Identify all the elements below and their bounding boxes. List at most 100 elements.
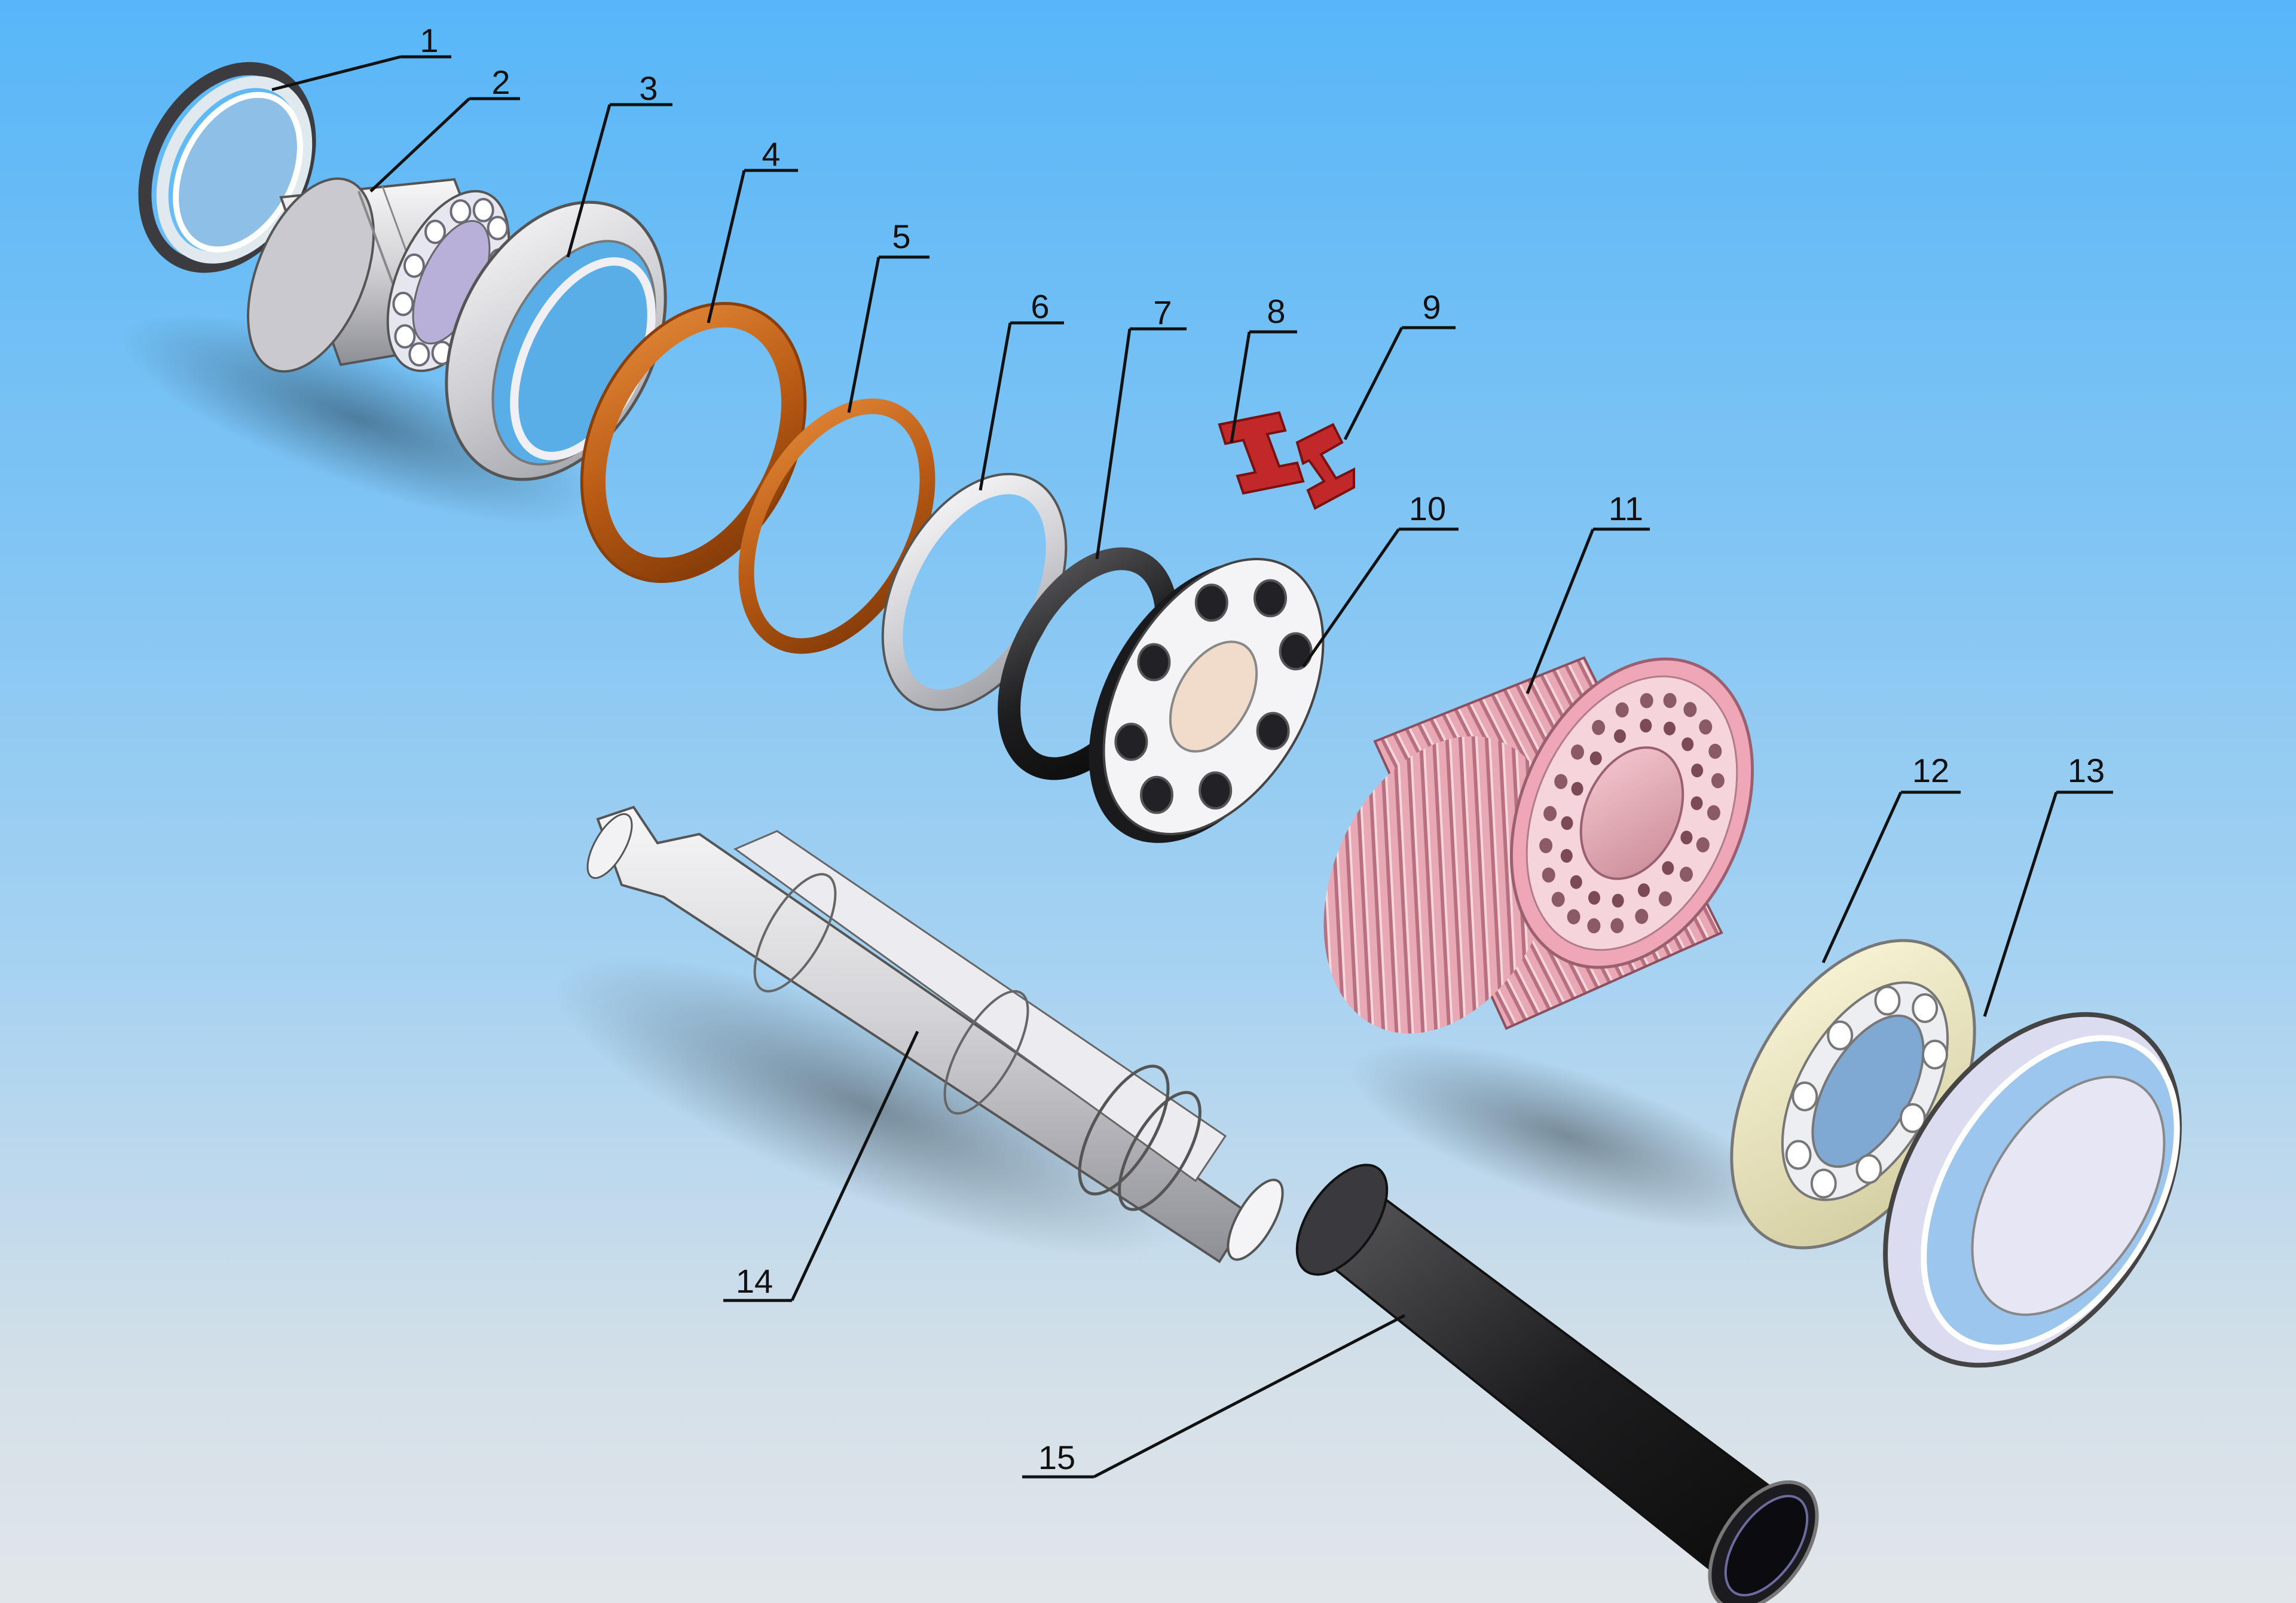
callout-label-7: 7 [1153, 294, 1172, 331]
rotor-hole [1680, 830, 1693, 845]
bolt-hole [1137, 643, 1171, 682]
callout-label-5: 5 [892, 218, 910, 255]
callout-6: 6 [979, 288, 1064, 491]
bearing-ball [394, 324, 416, 349]
callout-14: 14 [723, 1030, 919, 1302]
bearing-ball [1855, 1154, 1882, 1184]
rotor-hole [1663, 692, 1677, 709]
bearing-ball [1791, 1081, 1818, 1112]
bearing-ball [408, 342, 430, 367]
rotor-hole [1699, 719, 1713, 735]
rotor-hole [1664, 721, 1676, 735]
bolt-hole [1199, 771, 1233, 810]
bolt-hole [1279, 632, 1313, 671]
rotor-hole [1554, 774, 1568, 789]
rotor-hole [1571, 744, 1584, 760]
rotor-hole [1543, 806, 1557, 822]
part-15-tube [1295, 1164, 1819, 1603]
callout-9: 9 [1343, 288, 1456, 441]
rotor-hole [1696, 837, 1710, 853]
bolt-hole [1194, 584, 1228, 622]
rotor-hole [1680, 866, 1693, 882]
rotor-hole [1539, 838, 1553, 853]
callout-3: 3 [566, 69, 672, 258]
bearing-ball [1810, 1168, 1837, 1199]
bolt-hole [1254, 579, 1287, 618]
bearing-ball [1922, 1039, 1948, 1070]
bearing-ball [472, 198, 494, 222]
rotor-hole [1658, 891, 1672, 906]
rotor-hole [1612, 893, 1624, 908]
rotor-hole [1707, 805, 1720, 820]
rotor-hole [1542, 867, 1555, 883]
rotor-hole [1588, 891, 1600, 905]
part-11-finned-rotor [1323, 656, 1754, 1034]
callout-10: 10 [1301, 490, 1459, 668]
rotor-hole [1662, 861, 1674, 875]
rotor-hole [1551, 891, 1565, 907]
bearing-ball [1899, 1103, 1926, 1133]
callout-4: 4 [707, 135, 798, 323]
callout-15: 15 [1022, 1314, 1406, 1479]
part-14-shaft [586, 805, 1284, 1263]
callout-label-12: 12 [1912, 752, 1949, 789]
bearing-ball [450, 199, 472, 224]
rotor-hole [1587, 918, 1601, 934]
rotor-hole [1615, 702, 1629, 717]
bearing-ball [1912, 993, 1939, 1024]
rotor-hole [1682, 737, 1694, 752]
callout-label-14: 14 [736, 1262, 773, 1300]
rotor-hole [1561, 816, 1573, 830]
rotor-hole [1638, 883, 1650, 897]
part-8-key [1218, 411, 1305, 495]
part-10-end-plate [1089, 558, 1325, 843]
bearing-ball [403, 253, 425, 278]
rotor-hole [1592, 720, 1606, 735]
rotor-hole [1711, 773, 1725, 789]
callout-label-1: 1 [420, 22, 438, 59]
rotor-hole [1691, 764, 1704, 778]
callout-5: 5 [847, 218, 930, 413]
bolt-hole [1114, 722, 1148, 761]
part-13-end-cap [1883, 1012, 2182, 1368]
callout-label-15: 15 [1038, 1439, 1075, 1476]
callout-label-3: 3 [639, 69, 658, 107]
bearing-ball [424, 219, 446, 245]
rotor-hole [1570, 875, 1582, 889]
rotor-hole [1683, 702, 1697, 717]
rotor-hole [1640, 719, 1652, 733]
bearing-ball [1827, 1020, 1854, 1051]
shadow-rotor [1349, 1042, 1783, 1231]
callout-label-2: 2 [491, 63, 510, 101]
rotor-hole [1571, 781, 1583, 796]
bolt-hole [1140, 775, 1173, 814]
bearing-ball [392, 291, 414, 316]
bearing-ball [1785, 1140, 1812, 1170]
callout-label-6: 6 [1031, 288, 1049, 325]
rotor-hole [1708, 743, 1722, 759]
shadow-upper [121, 313, 596, 524]
callout-7: 7 [1095, 294, 1187, 560]
bearing-ball [487, 216, 509, 240]
rotor-hole [1589, 751, 1602, 765]
callout-2: 2 [369, 63, 520, 193]
callout-1: 1 [271, 22, 451, 91]
callout-8: 8 [1230, 292, 1297, 443]
callout-12: 12 [1821, 752, 1961, 964]
callout-label-13: 13 [2068, 752, 2105, 789]
rotor-hole [1614, 729, 1626, 743]
part-9-key [1295, 423, 1355, 510]
shadow-shaft [554, 955, 1179, 1257]
bolt-hole [1256, 712, 1290, 750]
rotor-hole [1690, 796, 1703, 810]
rotor-hole [1640, 693, 1653, 709]
callout-label-9: 9 [1422, 288, 1441, 326]
callout-label-10: 10 [1409, 490, 1446, 527]
rotor-hole [1610, 918, 1624, 933]
callout-label-8: 8 [1267, 292, 1285, 330]
rotor-hole [1560, 848, 1573, 863]
rotor-hole [1635, 909, 1649, 924]
callout-label-4: 4 [762, 135, 780, 173]
